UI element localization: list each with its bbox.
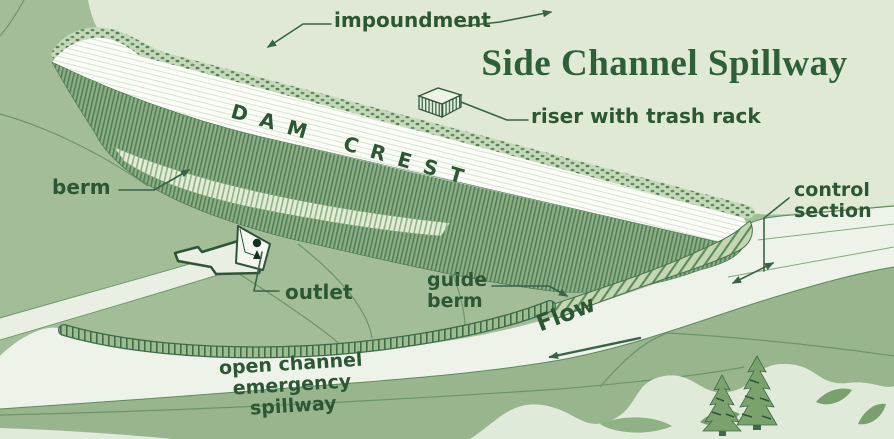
- leader-lines: [118, 9, 790, 360]
- guide-berm-leader: [491, 285, 569, 297]
- channel-curb: [58, 300, 556, 359]
- leaf-shape: [858, 403, 886, 425]
- control-section-extent-arrow-icon: [731, 262, 775, 284]
- berm-label: berm: [52, 175, 111, 199]
- leaf-shape: [816, 388, 852, 405]
- riser-label: riser with trash rack: [531, 104, 761, 128]
- outlet-leader: [253, 251, 280, 292]
- contour-lines: [0, 0, 894, 416]
- berm-leader: [118, 169, 191, 191]
- guide-berm-label-line1: guide: [427, 269, 488, 291]
- flow-arrow-icon: [548, 336, 642, 360]
- diagram-title: Side Channel Spillway: [481, 43, 848, 84]
- control-section-label-line1: control: [794, 179, 870, 201]
- control-section-label: control section: [794, 180, 872, 222]
- channel-lower-edge: [0, 266, 894, 410]
- outlet-label: outlet: [285, 280, 353, 304]
- impoundment-leader-left: [266, 23, 332, 48]
- guide-berm-label-line2: berm: [427, 290, 483, 312]
- berm-band: [113, 146, 451, 237]
- open-channel-label: open channel emergency spillway: [190, 348, 393, 423]
- impoundment-area: [88, 0, 894, 215]
- riser-leader: [460, 101, 529, 121]
- control-section-leader: [763, 197, 790, 272]
- guide-berm-label: guide berm: [427, 270, 487, 312]
- guide-berm-band: [547, 220, 753, 319]
- riprap-edge: [51, 27, 755, 219]
- outlet-valve-icon: [253, 250, 261, 259]
- outlet-structure-icon: [173, 225, 271, 276]
- impoundment-leader-right: [463, 9, 553, 27]
- dam-crest-band: [52, 37, 747, 246]
- riser-with-trash-rack-icon: [417, 87, 463, 118]
- pine-trees-icon: [702, 355, 778, 436]
- impoundment-label: impoundment: [334, 8, 491, 32]
- outlet-pipe-icon: [252, 238, 262, 248]
- spillway-channel: [0, 206, 894, 409]
- control-section-label-line2: section: [794, 200, 872, 222]
